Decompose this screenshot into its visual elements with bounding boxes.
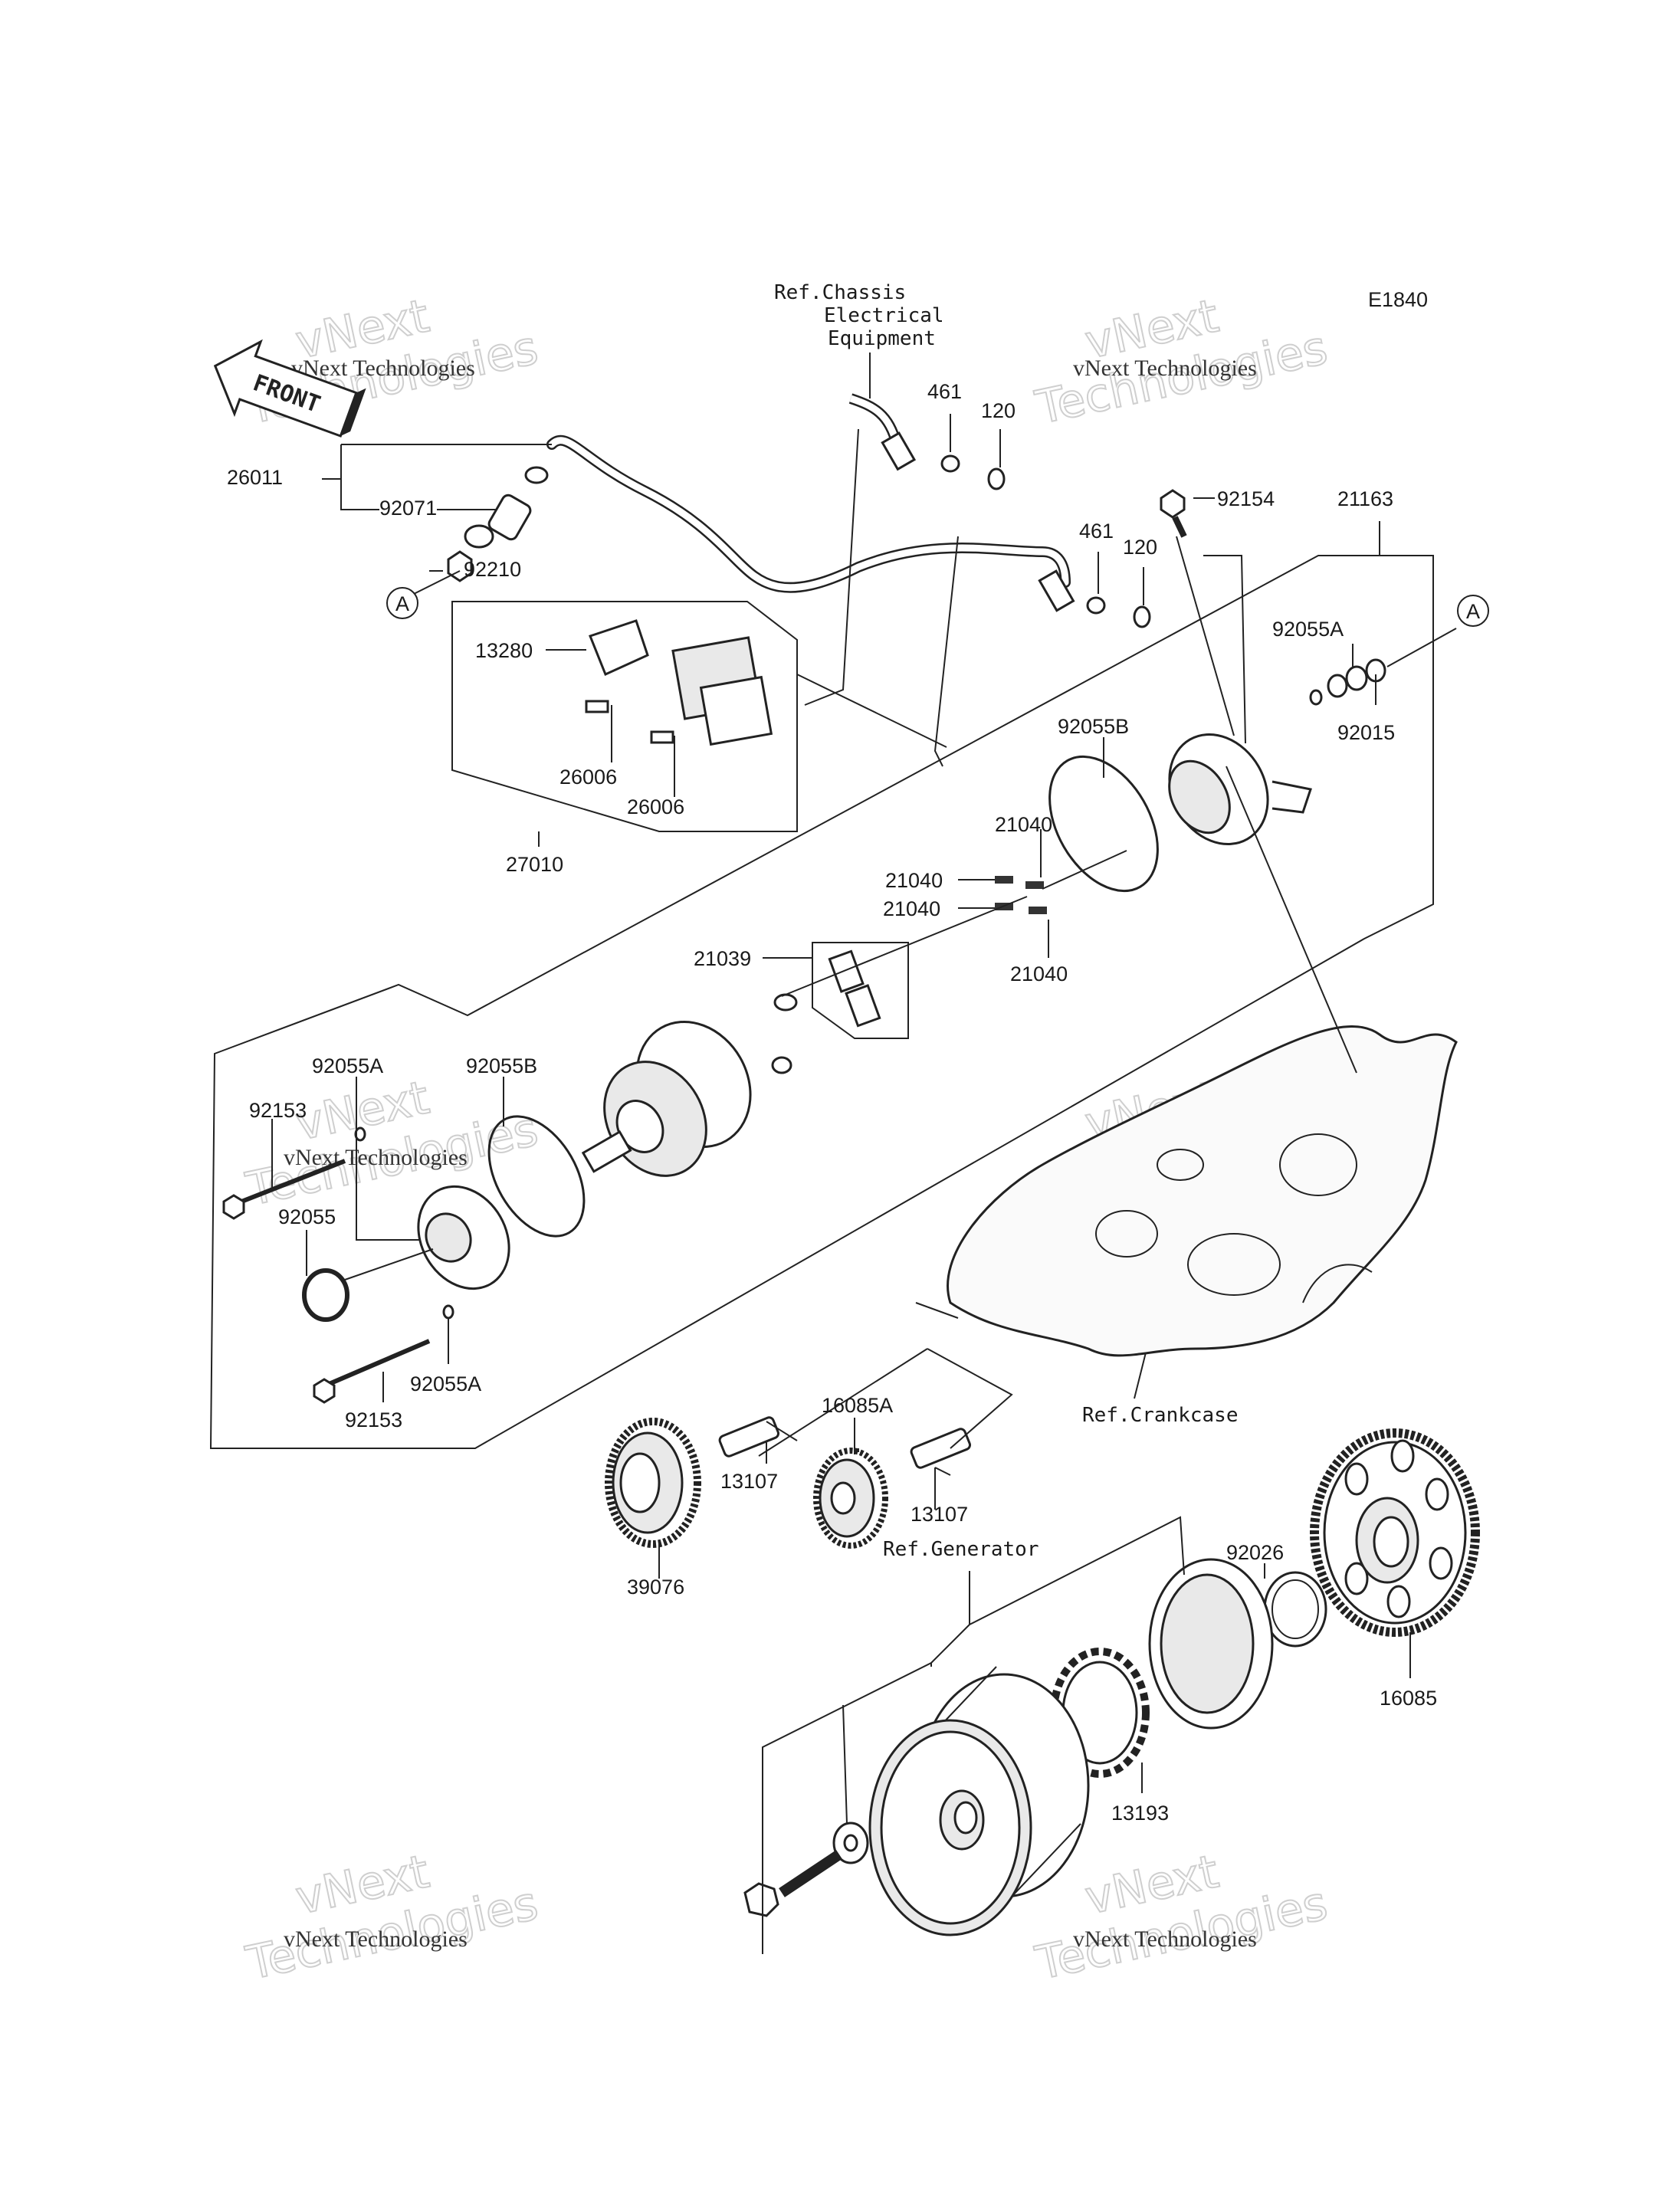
label-16085a: 16085A [822,1394,893,1417]
washer [940,454,960,473]
washer [1327,674,1348,698]
label-92154: 92154 [1217,487,1275,510]
o-ring-92055b [1048,755,1159,893]
label-92055b-left: 92055B [466,1054,537,1077]
label-21040-b: 21040 [885,869,943,892]
ref-chassis-line1: Ref.Chassis [774,281,906,304]
label-13193: 13193 [1111,1802,1169,1825]
generator-ring [1148,1558,1274,1730]
marker-a-left-label: A [395,592,409,615]
label-21039: 21039 [694,947,751,970]
watermark-bot-left: vNext Technologies [241,1844,543,1991]
label-21040-d: 21040 [1010,962,1068,985]
pin-13107-b [910,1428,972,1469]
starter-relay [585,619,773,746]
cable-terminal [1038,569,1075,612]
label-92153-bottom: 92153 [345,1408,402,1431]
label-13280: 13280 [475,639,533,662]
label-92026: 92026 [1226,1541,1284,1564]
watermark-text: vNext Technologies [291,356,475,381]
label-16085: 16085 [1380,1687,1437,1710]
rotor-bolt [743,1850,842,1917]
label-26011: 26011 [227,466,283,489]
part-labels: 26011 92071 92210 461 120 461 120 92154 … [227,380,1437,1825]
cable-ring [524,466,549,484]
bolt-head [987,467,1006,490]
watermark-top-right: vNext Technologies [1030,288,1333,435]
long-bolt-92153-bottom [313,1339,431,1404]
long-bolt-92153-top [222,1159,346,1220]
label-92055b-top: 92055B [1058,715,1129,738]
starter-cable [546,393,1071,593]
generator-rotor [868,1666,1090,1936]
watermark-text: vNext Technologies [284,1145,468,1170]
rear-cover [1168,733,1312,846]
terminal-boot-end [464,524,494,549]
washer-hole [843,1834,858,1852]
label-21040-c: 21040 [883,897,940,920]
o-ring-small [442,1304,454,1320]
label-120-b: 120 [1123,536,1157,559]
label-26006-a: 26006 [559,766,617,789]
front-cover [417,1185,510,1290]
idle-gear-39076 [605,1418,701,1548]
ref-generator: Ref.Generator [883,1538,1039,1561]
brush [995,876,1013,884]
pin-13107-a [718,1416,780,1458]
label-92210: 92210 [464,558,521,581]
ref-crankcase: Ref.Crankcase [1082,1404,1239,1427]
diagram-code: E1840 [1368,288,1428,311]
cable-terminal [881,431,917,471]
label-461-b: 461 [1079,520,1114,543]
label-13107-a: 13107 [720,1470,778,1493]
label-13107-b: 13107 [911,1503,968,1526]
starter-clutch-gear-16085 [1310,1428,1480,1637]
label-92055a-left: 92055A [312,1054,383,1077]
washer [1086,596,1106,615]
starter-motor-body [581,1020,752,1177]
ref-chassis-line2: Electrical [824,304,944,327]
group-brackets [209,414,1457,1954]
label-92153-top: 92153 [249,1099,307,1122]
marker-a-left [386,587,418,619]
nut [1345,665,1368,691]
label-27010: 27010 [506,853,563,876]
label-92055a-bottom: 92055A [410,1372,481,1395]
bolt-head [1133,605,1151,628]
label-21163: 21163 [1337,487,1393,510]
brush [1025,881,1044,889]
label-26006-b: 26006 [627,795,684,818]
bolt-92154 [1160,489,1187,538]
brush-holder [771,949,881,1074]
label-92055: 92055 [278,1205,336,1228]
label-461-a: 461 [927,380,962,403]
label-92015: 92015 [1337,721,1395,744]
washer-92026 [1263,1571,1327,1648]
label-39076: 39076 [627,1576,684,1599]
ref-chassis-line3: Equipment [828,327,936,350]
fuse [650,730,674,744]
label-92055a-top: 92055A [1272,618,1344,641]
fuse [585,700,609,713]
label-92071: 92071 [379,497,437,520]
o-ring [1309,689,1323,706]
idle-gear-16085a [813,1448,888,1549]
watermark-text: vNext Technologies [1073,1926,1257,1952]
marker-a-right-label: A [1466,600,1480,623]
label-120-a: 120 [981,399,1016,422]
watermark-text: vNext Technologies [1073,356,1257,381]
label-21040-a: 21040 [995,813,1052,836]
crankcase [947,1025,1458,1357]
watermark-text: vNext Technologies [284,1926,468,1952]
brush [1029,907,1047,914]
marker-a-right [1457,595,1489,627]
o-ring-92055 [302,1268,349,1322]
